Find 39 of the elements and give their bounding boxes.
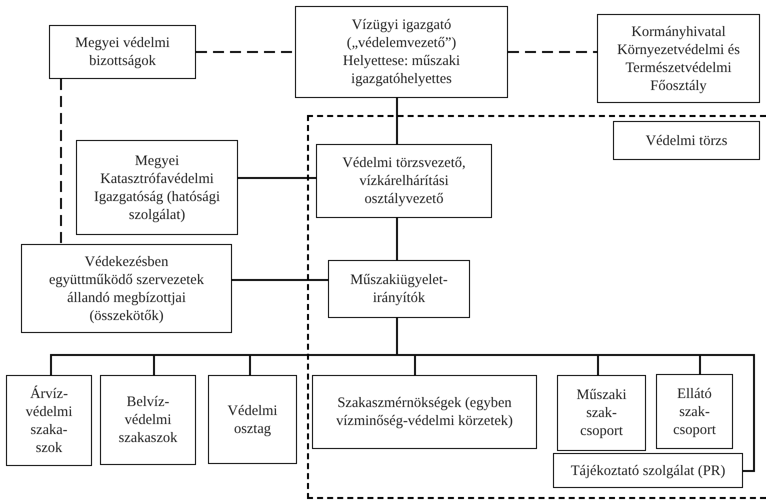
unit-name: Műszaki szak- csoport bbox=[576, 386, 628, 440]
unit-name: Védelmi osztag bbox=[226, 402, 278, 438]
org-unit-box bbox=[597, 14, 760, 103]
unit-name: Árvíz- védelmi szaka- szok bbox=[24, 384, 74, 456]
org-unit-box bbox=[21, 244, 232, 333]
dashed-connector bbox=[508, 51, 597, 53]
org-unit-box bbox=[553, 453, 743, 488]
dashed-group-frame bbox=[307, 115, 766, 499]
org-unit-box bbox=[100, 375, 196, 465]
org-unit-box bbox=[656, 374, 733, 449]
connector-line bbox=[232, 279, 328, 281]
org-unit-box bbox=[6, 375, 92, 466]
dashed-connector bbox=[60, 79, 62, 244]
unit-name: Műszakiügyelet-irányítók bbox=[349, 271, 449, 307]
org-unit-box bbox=[295, 6, 508, 98]
org-unit-box bbox=[49, 25, 196, 79]
unit-name: Védekezésben együttműködő szervezetek állandó megbízottjai (összekötők) bbox=[48, 252, 205, 324]
dashed-connector bbox=[196, 51, 295, 53]
unit-name: Megyei védelmi bizottságok bbox=[74, 34, 171, 70]
connector-line bbox=[396, 98, 398, 144]
unit-name: Tájékoztató szolgálat (PR) bbox=[570, 462, 726, 480]
org-unit-box bbox=[208, 375, 297, 464]
org-unit-box bbox=[316, 144, 492, 218]
connector-line bbox=[396, 218, 398, 260]
org-unit-box bbox=[613, 121, 760, 160]
org-unit-box bbox=[76, 140, 238, 235]
org-unit-box bbox=[557, 375, 646, 451]
unit-name: Kormányhivatal Környezetvédelmi és Természetvédelmi Főosztály bbox=[616, 22, 741, 94]
connector-line bbox=[238, 177, 316, 179]
unit-name: Védelmi törzsvezető, vízkárelhárítási osztályvezető bbox=[341, 154, 467, 208]
unit-name: Megyei Katasztrófavédelmi Igazgatóság (hatósági szolgálat) bbox=[92, 152, 222, 224]
unit-name: Belvíz- védelmi szakaszok bbox=[118, 393, 178, 447]
unit-name: Szakaszmérnökségek (egyben vízminőség-védelmi körzetek) bbox=[335, 394, 514, 430]
unit-name: Védelmi törzs bbox=[646, 132, 728, 150]
unit-name: Vízügyi igazgató („védelemvezető”) bbox=[346, 16, 458, 52]
org-unit-box bbox=[312, 375, 537, 449]
org-unit-box bbox=[328, 260, 470, 318]
unit-name: Helyettese: műszaki igazgatóhelyettes bbox=[342, 52, 462, 88]
unit-name: Ellátó szak- csoport bbox=[672, 384, 717, 438]
